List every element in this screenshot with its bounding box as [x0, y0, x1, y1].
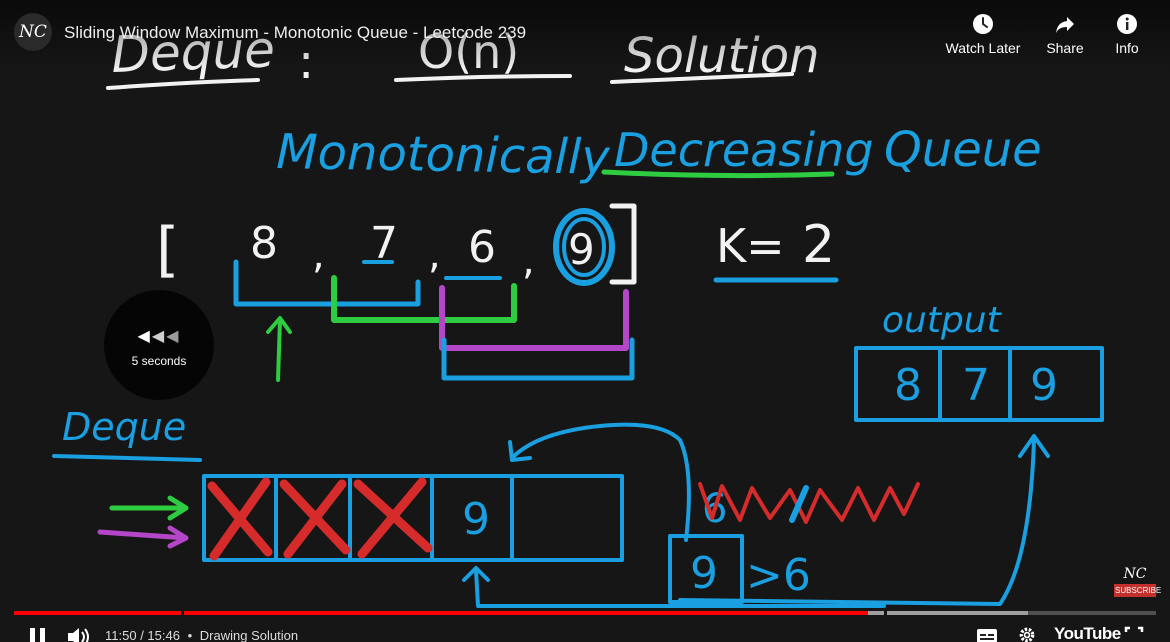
share-label: Share [1046, 40, 1084, 56]
chapter-separator: • [187, 628, 193, 642]
subscribe-badge: SUBSCRIBE [1114, 584, 1162, 597]
rewind-triple-arrow-icon: ◀◀◀ [137, 328, 181, 345]
gear-icon [1019, 627, 1035, 642]
array-value: 9 [568, 225, 595, 274]
volume-button[interactable] [66, 626, 92, 642]
chapter-marker [181, 611, 184, 615]
watch-later-button[interactable]: Watch Later [938, 12, 1028, 58]
fullscreen-button[interactable] [1124, 626, 1144, 642]
chapter-marker [884, 611, 887, 615]
volume-icon [68, 628, 89, 642]
subheading-decreasing: Decreasing [614, 123, 874, 177]
k-value: 2 [802, 215, 835, 275]
share-arrow-icon [1056, 17, 1074, 33]
player-top-bar [0, 0, 1170, 70]
clock-icon [973, 14, 993, 34]
fullscreen-icon [1124, 626, 1144, 632]
time-separator: / [136, 628, 148, 642]
array-comma: , [522, 238, 535, 284]
pause-icon [30, 628, 45, 642]
deque-label: Deque [62, 405, 186, 449]
array-value: 8 [250, 218, 278, 269]
deque-value: 9 [462, 494, 490, 545]
share-button[interactable]: Share [1020, 12, 1110, 58]
channel-avatar[interactable]: NC [14, 13, 52, 51]
chapter-title[interactable]: Drawing Solution [199, 628, 299, 642]
array-comma: , [312, 232, 325, 278]
progress-bar[interactable] [14, 611, 1156, 615]
array-value: 6 [468, 222, 496, 273]
channel-watermark[interactable]: NC SUBSCRIBE [1114, 566, 1162, 597]
output-value: 9 [1030, 360, 1058, 411]
youtube-logo[interactable]: YouTube [1054, 624, 1121, 642]
watermark-logo: NC [1123, 566, 1147, 582]
array-comma: , [428, 232, 441, 278]
settings-button[interactable] [1016, 626, 1038, 642]
duration: 15:46 [147, 628, 180, 642]
time-display: 11:50 / 15:46 • Drawing Solution [105, 628, 298, 642]
seek-back-overlay: ◀◀◀ 5 seconds [104, 290, 214, 400]
subtitles-button[interactable] [976, 628, 998, 642]
seek-label: 5 seconds [131, 354, 187, 368]
subheading-monotonically: Monotonically [276, 124, 611, 186]
k-label: K= [716, 219, 785, 273]
pause-button[interactable] [28, 626, 48, 642]
info-button[interactable]: Info [1082, 12, 1170, 58]
array-open-bracket: [ [156, 215, 179, 285]
compare-op: >6 [746, 550, 811, 601]
video-title[interactable]: Sliding Window Maximum - Monotonic Queue… [64, 23, 527, 42]
info-label: Info [1115, 40, 1139, 56]
current-time: 11:50 [105, 628, 137, 642]
subtitles-icon [977, 629, 997, 642]
subheading-queue: Queue [884, 122, 1042, 178]
control-bar: 11:50 / 15:46 • Drawing Solution YouTube [0, 620, 1170, 642]
compare-left: 9 [690, 548, 718, 599]
watch-later-label: Watch Later [945, 40, 1021, 56]
info-icon [1117, 14, 1137, 34]
output-value: 7 [962, 360, 990, 411]
progress-played [14, 611, 868, 615]
output-label: output [882, 300, 1003, 341]
output-value: 8 [894, 360, 922, 411]
